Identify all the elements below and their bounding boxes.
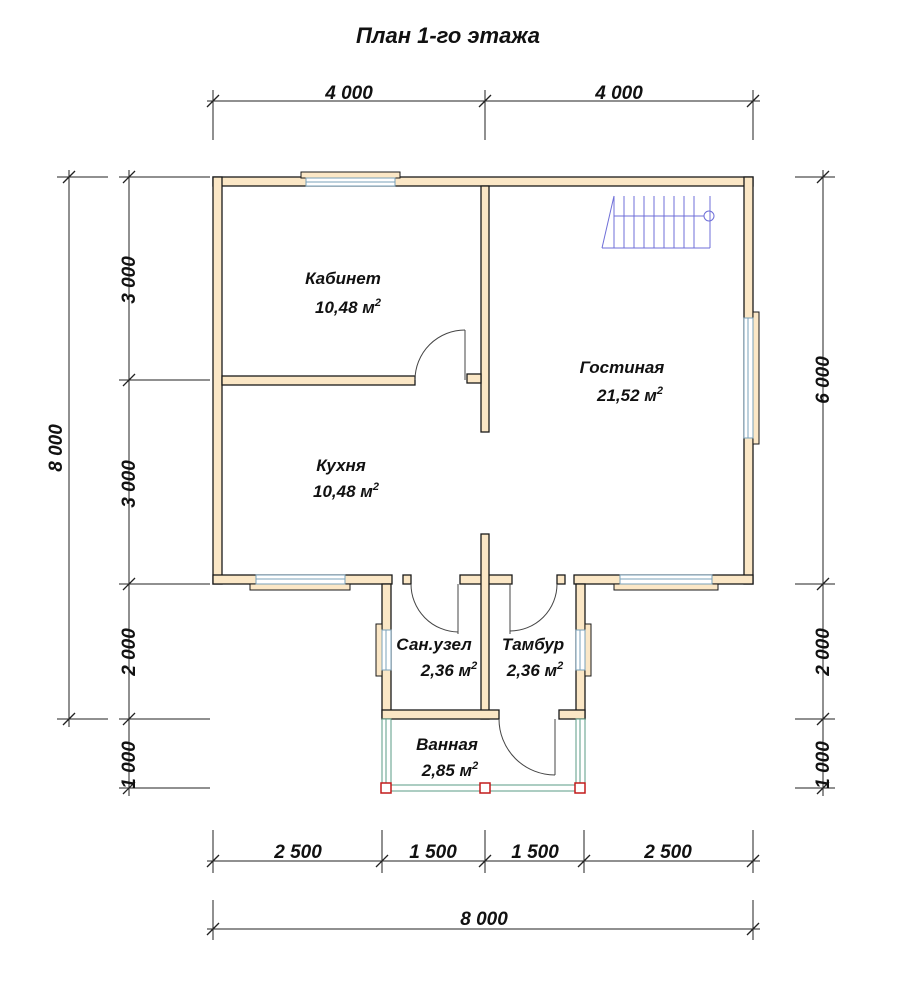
dim-left-3: 2 000 (119, 628, 140, 677)
bath-enclosure (380, 718, 586, 794)
dimension-left-total: 8 000 (46, 170, 108, 727)
walls (212, 176, 754, 720)
dimension-bottom-total: 8 000 (206, 900, 760, 940)
dim-bottom-total: 8 000 (460, 909, 508, 930)
room-area: 10,48 м2 (315, 297, 381, 317)
window-wc-left (375, 623, 392, 677)
dim-left-4: 1 000 (119, 741, 140, 789)
room-bath: Ванная 2,85 м2 (416, 735, 478, 780)
room-area: 2,85 м2 (421, 760, 479, 780)
window-living-bottom (613, 574, 719, 591)
room-name: Сан.узел (396, 635, 472, 654)
dim-left-2: 3 000 (119, 460, 140, 508)
dimension-right-parts: 6 000 2 000 1 000 (795, 170, 835, 796)
room-kitchen: Кухня 10,48 м2 (313, 456, 379, 501)
door-bath (498, 718, 556, 776)
room-living: Гостиная 21,52 м2 (580, 358, 665, 405)
dim-bottom-2: 1 500 (409, 842, 457, 863)
dim-left-total: 8 000 (46, 424, 67, 472)
door-wc (410, 583, 459, 634)
room-wc: Сан.узел 2,36 м2 (396, 635, 477, 680)
staircase (601, 195, 715, 249)
dim-bottom-1: 2 500 (273, 842, 322, 863)
room-name: Ванная (416, 735, 478, 754)
room-area: 2,36 м2 (420, 660, 478, 680)
room-cabinet: Кабинет 10,48 м2 (305, 269, 381, 317)
door-cabinet (414, 329, 466, 381)
door-entrance (509, 583, 558, 634)
window-right (743, 311, 760, 445)
window-vestibule-right (575, 623, 592, 677)
dim-bottom-4: 2 500 (643, 842, 692, 863)
room-area: 10,48 м2 (313, 481, 379, 501)
room-name: Кабинет (305, 269, 381, 288)
room-area: 21,52 м2 (596, 385, 663, 405)
plan-title: План 1-го этажа (356, 23, 540, 48)
dim-top-left: 4 000 (324, 83, 373, 104)
window-top (300, 171, 401, 187)
room-vestibule: Тамбур 2,36 м2 (502, 635, 564, 680)
dim-right-3: 1 000 (813, 741, 834, 789)
dim-right-1: 6 000 (813, 356, 834, 404)
dim-bottom-3: 1 500 (511, 842, 559, 863)
window-kitchen-bottom (249, 574, 351, 591)
dimension-left-parts: 3 000 3 000 2 000 1 000 (119, 170, 210, 796)
dimension-bottom-parts: 2 500 1 500 1 500 2 500 (206, 830, 760, 873)
room-name: Тамбур (502, 635, 564, 654)
room-name: Гостиная (580, 358, 665, 377)
dim-right-2: 2 000 (813, 628, 834, 677)
dimension-top: 4 000 4 000 (206, 83, 760, 140)
dim-left-1: 3 000 (119, 256, 140, 304)
room-area: 2,36 м2 (506, 660, 564, 680)
room-name: Кухня (316, 456, 366, 475)
dim-top-right: 4 000 (594, 83, 643, 104)
